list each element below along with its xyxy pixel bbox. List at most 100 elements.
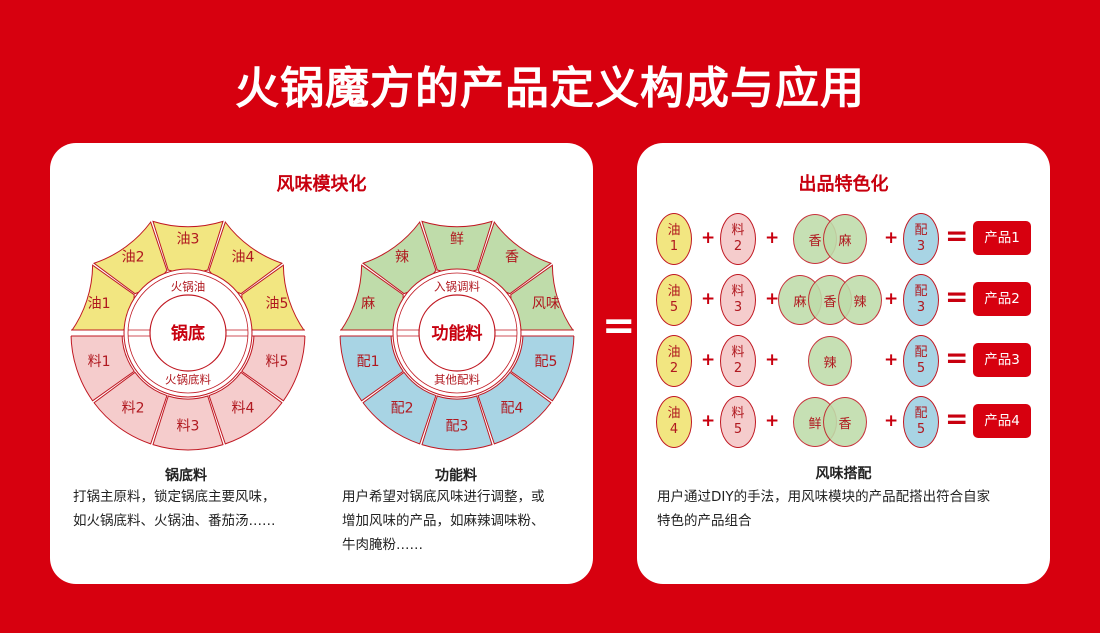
pei-module-label: 3 (916, 239, 926, 254)
plus-sign: + (313, 310, 339, 345)
pei-module-label: 配 (914, 345, 928, 360)
function-wheel-top-segment-label: 麻 (361, 296, 375, 312)
oil-module-label: 2 (669, 361, 679, 376)
base-wheel-top-segment-label: 油2 (122, 249, 145, 265)
equals-operator: = (945, 280, 969, 313)
function-wheel-bottom-segment-label: 配4 (500, 401, 523, 417)
base-wheel-inner-ring (127, 272, 249, 394)
equals-operator: = (945, 219, 969, 252)
function-wheel-top-segment-label: 鲜 (450, 232, 464, 248)
liao-module-label: 5 (733, 422, 743, 437)
page-title: 火锅魔方的产品定义构成与应用 (235, 63, 865, 114)
flavor-module-label: 辣 (853, 295, 867, 310)
plus-operator: + (765, 289, 780, 309)
plus-operator: + (765, 350, 780, 370)
base-desc-text: 打锅主原料，锁定锅底主要风味， 如火锅底料、火锅油、番茄汤…… (73, 485, 276, 533)
equals-operator: = (945, 402, 969, 435)
base-desc-line: 如火锅底料、火锅油、番茄汤…… (73, 513, 276, 529)
flavor-module (838, 275, 882, 325)
plus-operator: + (701, 228, 716, 248)
function-desc-line: 增加风味的产品，如麻辣调味粉、 (342, 513, 545, 529)
liao-module-label: 料 (731, 406, 745, 421)
oil-module-label: 油 (667, 284, 681, 299)
oil-module-label: 5 (669, 300, 679, 315)
base-wheel-bottom-segment-label: 料2 (122, 401, 145, 417)
pei-module-label: 5 (916, 361, 926, 376)
oil-module-label: 油 (667, 223, 681, 238)
flavor-module (823, 397, 867, 447)
flavor-module-label: 香 (838, 417, 852, 432)
base-wheel-top-segment-label: 油5 (265, 296, 288, 312)
flavor-pairing-text: 用户通过DIY的手法，用风味模块的产品配搭出符合自家 特色的产品组合 (657, 485, 990, 533)
base-wheel-bottom-segment-label: 料3 (177, 419, 200, 435)
base-wheel-bottom-segment (152, 395, 224, 451)
liao-module-label: 2 (733, 239, 743, 254)
function-wheel-bottom-segment-label: 配3 (446, 419, 469, 435)
flavor-pairing-line: 用户通过DIY的手法，用风味模块的产品配搭出符合自家 (657, 489, 991, 505)
product-result: 产品3 (973, 343, 1031, 377)
plus-operator: + (765, 411, 780, 431)
flavor-module-label: 麻 (838, 234, 852, 249)
function-wheel-top-ring-label: 入锅调料 (434, 280, 480, 294)
flavor-pairing-line: 特色的产品组合 (657, 513, 752, 529)
equals-sign: = (602, 303, 636, 349)
base-wheel-center-circle (149, 294, 227, 372)
base-wheel-bottom-segment (70, 333, 135, 402)
plus-operator: + (884, 289, 899, 309)
oil-module-label: 油 (667, 345, 681, 360)
base-wheel-bottom-segment-label: 料4 (231, 401, 254, 417)
plus-operator: + (701, 350, 716, 370)
flavor-module-label: 麻 (793, 295, 807, 310)
function-wheel-top-segment-label: 辣 (395, 249, 409, 265)
base-desc-line: 打锅主原料，锁定锅底主要风味， (73, 489, 276, 505)
function-wheel-center-label: 功能料 (432, 323, 483, 344)
product-result: 产品4 (973, 404, 1031, 438)
plus-operator: + (884, 411, 899, 431)
pei-module-label: 配 (914, 223, 928, 238)
function-wheel-top-segment-label: 风味 (532, 296, 560, 312)
oil-module-label: 1 (669, 239, 679, 254)
flavor-module-label: 香 (823, 295, 837, 310)
function-wheel-bottom-segment-label: 配2 (391, 401, 414, 417)
liao-module-label: 料 (731, 284, 745, 299)
flavor-pairing-head: 风味搭配 (815, 466, 872, 482)
base-wheel-top-ring-label: 火锅油 (171, 280, 206, 294)
base-wheel-bottom-segment (208, 371, 283, 445)
function-wheel-top-segment-label: 香 (505, 249, 519, 265)
flavor-module-label: 鲜 (808, 417, 822, 432)
function-wheel-bottom-segment (477, 371, 552, 445)
flavor-module-label: 辣 (823, 356, 837, 371)
pei-module-label: 配 (914, 406, 928, 421)
base-desc-head: 锅底料 (165, 468, 207, 484)
base-wheel-bottom-ring-label: 火锅底料 (165, 373, 211, 387)
function-wheel-bottom-ring-label: 其他配料 (434, 373, 480, 387)
plus-operator: + (701, 411, 716, 431)
plus-operator: + (884, 228, 899, 248)
product-feature-title: 出品特色化 (798, 174, 889, 195)
base-wheel-bottom-segment-label: 料1 (88, 354, 111, 370)
flavor-module (808, 336, 852, 386)
liao-module-label: 料 (731, 223, 745, 238)
base-wheel-center-label: 锅底 (171, 323, 205, 344)
function-desc-text: 用户希望对锅底风味进行调整，或 增加风味的产品，如麻辣调味粉、 牛肉腌粉…… (342, 485, 545, 557)
plus-operator: + (884, 350, 899, 370)
function-desc-line: 牛肉腌粉…… (342, 537, 423, 553)
equals-operator: = (945, 341, 969, 374)
function-wheel-bottom-segment (362, 371, 437, 445)
pei-module-label: 5 (916, 422, 926, 437)
plus-operator: + (701, 289, 716, 309)
